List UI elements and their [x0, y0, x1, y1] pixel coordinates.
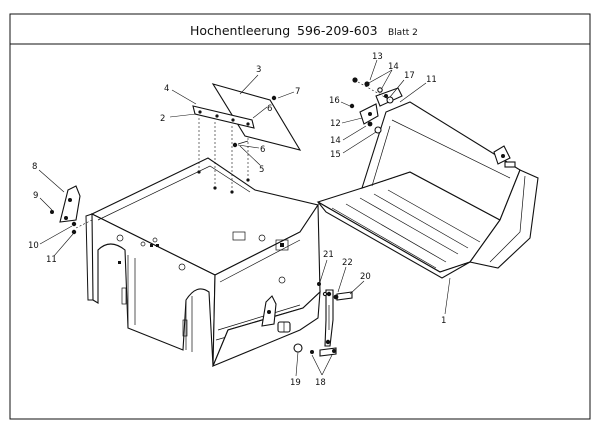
callout-8: 8: [32, 162, 37, 172]
title-number: 596-209-603: [297, 23, 378, 38]
callout-18: 18: [315, 378, 326, 388]
callout-13: 13: [372, 52, 383, 62]
callout-7: 7: [295, 87, 300, 97]
callout-leaders: [38, 59, 451, 377]
callout-10: 10: [28, 241, 39, 251]
callout-19: 19: [290, 378, 301, 388]
callout-2: 2: [160, 114, 165, 124]
roof-bolt-guides: [197, 118, 250, 194]
callout-15: 15: [330, 150, 341, 160]
callout-11a: 11: [46, 255, 57, 265]
callout-21: 21: [323, 250, 334, 260]
callout-labels: 1 2 3 4 5 6 6 7 8 9 10 11 11 12 13 14 14…: [28, 52, 446, 388]
callout-17: 17: [404, 71, 415, 81]
callout-9: 9: [33, 191, 38, 201]
callout-1: 1: [441, 316, 446, 326]
callout-6b: 6: [260, 145, 265, 155]
callout-14a: 14: [388, 62, 399, 72]
discharge-bucket: [316, 101, 539, 279]
callout-22: 22: [342, 258, 353, 268]
callout-14b: 14: [330, 136, 341, 146]
discharge-housing: [85, 157, 321, 368]
callout-4: 4: [164, 84, 169, 94]
side-bracket: [50, 185, 93, 235]
title-name: Hochentleerung: [190, 23, 290, 38]
callout-5: 5: [259, 165, 264, 175]
callout-16: 16: [329, 96, 340, 106]
drawing-frame: [9, 13, 591, 420]
cover-plate: [192, 83, 302, 151]
callout-12: 12: [330, 119, 341, 129]
lift-strut: [293, 282, 353, 357]
callout-3: 3: [256, 65, 261, 75]
callout-20: 20: [360, 272, 371, 282]
callout-11b: 11: [426, 75, 437, 85]
title-sheet: Blatt 2: [388, 28, 418, 38]
bucket-hinge-hardware: [349, 77, 403, 134]
callout-6a: 6: [267, 104, 272, 114]
